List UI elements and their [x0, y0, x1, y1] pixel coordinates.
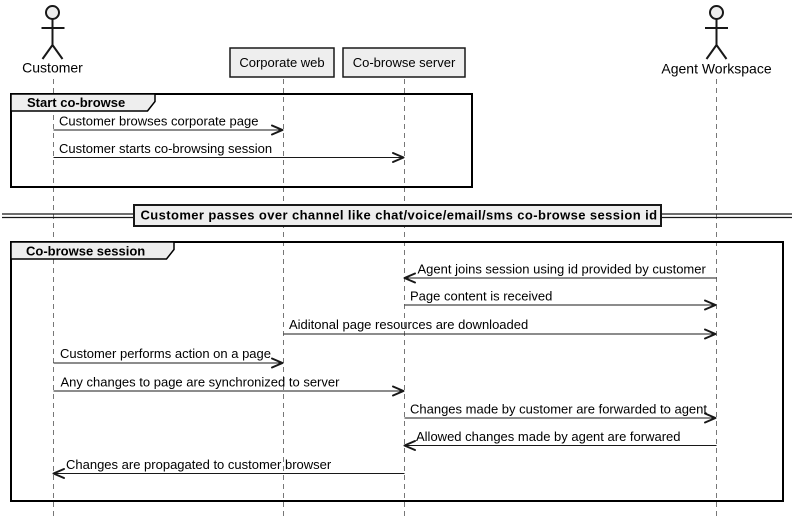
svg-text:Changes are propagated to cust: Changes are propagated to customer brows… [66, 457, 332, 472]
svg-text:Start co-browse: Start co-browse [27, 95, 125, 110]
svg-text:Any changes to page are synchr: Any changes to page are synchronized to … [61, 375, 341, 390]
svg-text:Customer: Customer [22, 60, 83, 76]
svg-text:Co-browse server: Co-browse server [353, 55, 456, 70]
svg-text:Corporate web: Corporate web [239, 55, 324, 70]
svg-text:Customer performs action on a: Customer performs action on a page [60, 346, 271, 361]
svg-text:Customer starts co-browsing se: Customer starts co-browsing session [59, 141, 272, 156]
svg-text:Aiditonal page resources are d: Aiditonal page resources are downloaded [289, 317, 528, 332]
svg-text:Page content is received: Page content is received [410, 289, 552, 304]
svg-text:Agent Workspace: Agent Workspace [661, 61, 771, 77]
svg-text:Agent joins session using id p: Agent joins session using id provided by… [418, 262, 707, 277]
svg-text:Customer passes over channel l: Customer passes over channel like chat/v… [141, 208, 658, 223]
svg-text:Co-browse session: Co-browse session [26, 244, 145, 259]
svg-text:Changes made by customer are f: Changes made by customer are forwarded t… [410, 402, 707, 417]
svg-text:Allowed changes made by agent: Allowed changes made by agent are forwar… [416, 429, 681, 444]
svg-text:Customer browses corporate pag: Customer browses corporate page [59, 114, 258, 129]
